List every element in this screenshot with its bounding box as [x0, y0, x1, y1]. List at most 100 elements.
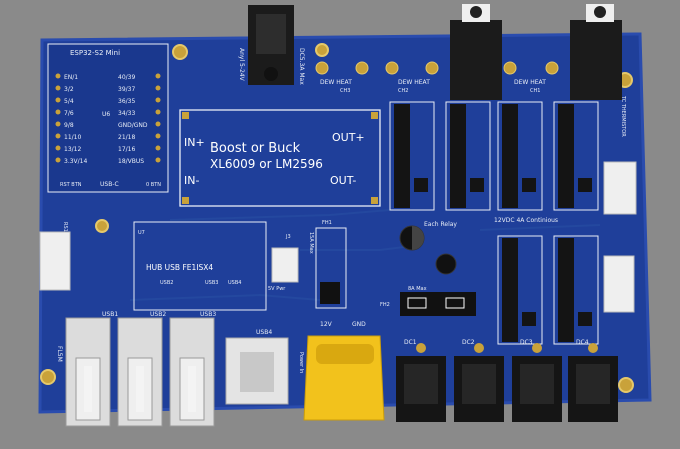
mosfet-chip	[578, 178, 592, 192]
esp-left-pin: 7/6	[64, 110, 74, 117]
esp-right-pin: 36/35	[118, 98, 135, 105]
mosfet-chip	[578, 312, 592, 326]
thermistor-label: TC THERMISTOR	[620, 95, 626, 137]
fh2-max: 8A Max	[408, 286, 427, 292]
dew-heater-jacks: DEW HEAT CH3 DEW HEAT CH2 DEW HEAT CH1 T…	[315, 4, 626, 137]
hub-usb2: USB2	[160, 280, 173, 286]
fuses: FH1 15A Max FH2 8A Max	[308, 220, 476, 316]
usb-a-tongue	[84, 366, 92, 412]
dc-label: DC2	[462, 339, 475, 346]
power-label-2: Anyl 5-24V	[238, 48, 245, 82]
mosfet-chip	[522, 312, 536, 326]
esp-left-pin: 9/8	[64, 122, 74, 129]
power-label-1: DC5.3A Max	[298, 48, 305, 85]
mosfet-outline	[497, 101, 543, 211]
hub-ref: U7	[138, 230, 145, 236]
usb-hub: HUB USB FE1ISX4 U7 USB2 USB3 USB4	[133, 221, 267, 311]
esp-title: ESP32-S2 Mini	[70, 49, 120, 57]
jst-connectors	[39, 161, 637, 313]
usb3-label: USB3	[200, 311, 216, 318]
usb4-label: USB4	[256, 329, 272, 336]
mosfet-outline	[553, 101, 599, 211]
mosfet-body	[558, 238, 574, 342]
mosfet-body	[502, 104, 518, 208]
esp-right-pin: 34/33	[118, 110, 135, 117]
esp-right-pin: 18/VBUS	[118, 158, 144, 165]
mosfet-chip	[522, 178, 536, 192]
hub-usb4: USB4	[228, 280, 241, 286]
fh1-label: FH1	[322, 220, 332, 226]
dc-jack-face	[462, 364, 496, 404]
esp-right-pin: GND/GND	[118, 122, 148, 129]
esp-right-pin: 21/18	[118, 134, 135, 141]
dc-jack-face	[404, 364, 438, 404]
fh1-max: 15A Max	[308, 232, 314, 254]
continuous-label: 12VDC 4A Continious	[494, 217, 558, 224]
dew-ch3-ref: CH3	[340, 88, 350, 94]
j3-label: J3	[285, 234, 291, 240]
yellow-power-connector: 12V GND Power In	[298, 321, 385, 421]
esp-left-pin: 11/10	[64, 134, 81, 141]
mosfet-chip	[414, 178, 428, 192]
mosfet-outline	[497, 235, 543, 345]
mosfet-chip	[470, 178, 484, 192]
dew-ch2-label: DEW HEAT	[398, 79, 430, 86]
esp-left-pin: EN/1	[64, 74, 78, 81]
rs1-label: RS1	[62, 222, 68, 232]
v12-label: 12V	[320, 321, 333, 328]
capacitors	[399, 225, 457, 275]
esp-left-pin: 3.3V/14	[64, 158, 87, 165]
esp-usbc: USB-C	[100, 181, 119, 188]
converter-in-minus: IN-	[184, 174, 199, 187]
dc-jack-face	[576, 364, 610, 404]
esp-ref: U6	[102, 111, 110, 118]
power-in-label: Power In	[298, 352, 304, 373]
esp-right-pin: 40/39	[118, 74, 135, 81]
mosfet-outline	[389, 101, 435, 211]
esp-rst: RST BTN	[60, 182, 82, 188]
converter-in-plus: IN+	[184, 136, 205, 149]
dc-label: DC1	[404, 339, 417, 346]
gnd-label: GND	[352, 321, 366, 328]
usb2-label: USB2	[150, 311, 166, 318]
hub-title: HUB USB FE1ISX4	[146, 263, 213, 272]
dc-jack-pad	[588, 343, 598, 353]
usb-a-tongue	[188, 366, 196, 412]
power-jack-top: DC5.3A Max Anyl 5-24V	[238, 5, 305, 85]
hub-usb3: USB3	[205, 280, 218, 286]
mosfet-body	[502, 238, 518, 342]
converter-out-minus: OUT-	[330, 174, 356, 187]
dc-label: DC3	[520, 339, 533, 346]
fl5m-label: FL5M	[56, 346, 63, 362]
esp-right-pin: 39/37	[118, 86, 135, 93]
esp32-module: ESP32-S2 Mini U6 EN/13/25/47/69/811/1013…	[47, 43, 169, 193]
esp-right-pin: 17/16	[118, 146, 135, 153]
converter-module: Boost or Buck XL6009 or LM2596 IN+ IN- O…	[179, 109, 381, 207]
dew-ch1-ref: CH1	[530, 88, 540, 94]
dc-jack-pad	[474, 343, 484, 353]
mosfet-outline	[445, 101, 491, 211]
converter-line2: XL6009 or LM2596	[210, 157, 323, 171]
esp-left-pin: 13/12	[64, 146, 81, 153]
fh2-label: FH2	[380, 302, 390, 308]
esp-0btn: 0 BTN	[146, 182, 161, 188]
dew-ch3-label: DEW HEAT	[320, 79, 352, 86]
dc-jack-pad	[416, 343, 426, 353]
dew-ch1-label: DEW HEAT	[514, 79, 546, 86]
esp-left-pin: 5/4	[64, 98, 74, 105]
usb1-label: USB1	[102, 311, 118, 318]
mosfet-outline	[553, 235, 599, 345]
each-relay-label: Each Relay	[424, 221, 457, 228]
usb-power-label: 5V Pwr	[268, 286, 286, 292]
usb-a-ports	[65, 317, 215, 427]
dc-jack-pad	[532, 343, 542, 353]
mosfet-modules	[389, 101, 599, 345]
converter-out-plus: OUT+	[332, 131, 365, 144]
converter-line1: Boost or Buck	[210, 141, 301, 156]
mosfet-body	[450, 104, 466, 208]
mosfet-body	[394, 104, 410, 208]
